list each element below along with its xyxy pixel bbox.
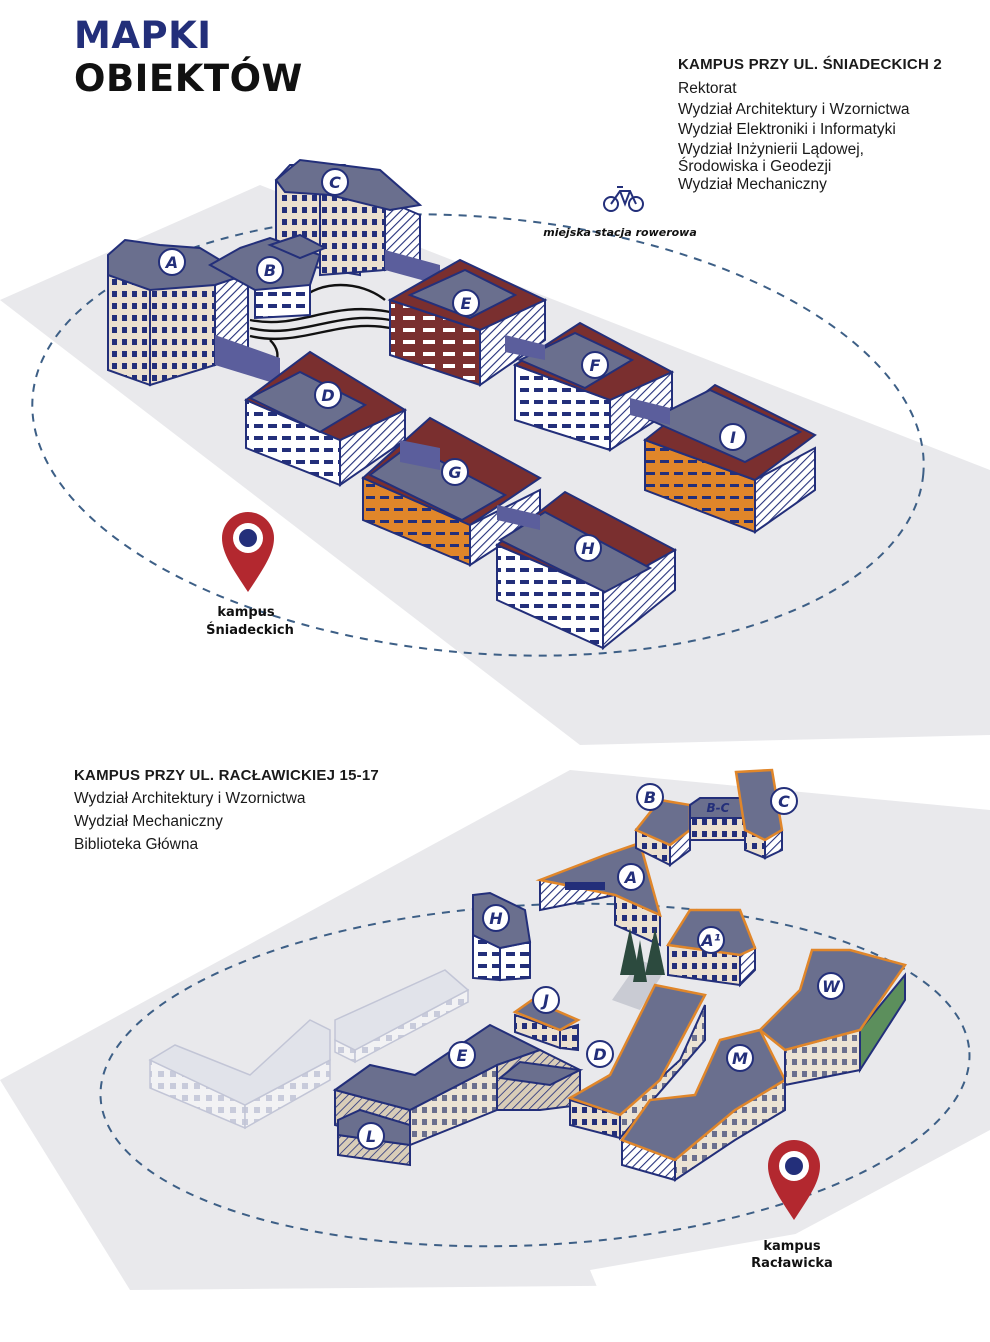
building-a [107, 238, 280, 387]
building-d [566, 983, 707, 1141]
building-j [512, 998, 581, 1052]
building-label: W [822, 977, 841, 996]
building-label: B [264, 261, 276, 280]
faculty-item: Wydział Elektroniki i Informatyki [678, 121, 896, 138]
campus-raclawicka-heading: KAMPUS PRZY UL. RACŁAWICKIEJ 15-17 [74, 767, 379, 784]
campus-sniadeckich-info: KAMPUS PRZY UL. ŚNIADECKICH 2 Rektorat W… [678, 56, 978, 195]
building-label: D [321, 386, 334, 405]
building-i [630, 383, 817, 534]
building-label: C [329, 173, 341, 192]
building-b-c [689, 797, 747, 841]
campus-sniadeckich-map: C A B E F D I G H miejska stacja rowerow… [0, 158, 990, 745]
building-label: E [457, 1046, 468, 1065]
building-label: A [623, 868, 637, 887]
building-label: A¹ [699, 931, 720, 950]
building-label: G [448, 463, 461, 482]
faculty-item: Środowiska i Geodezji [678, 157, 832, 175]
building-label: M [732, 1049, 748, 1068]
building-outline-faint [148, 969, 470, 1130]
building-letters: C A B E F D I G H [164, 173, 736, 558]
building-a [535, 841, 662, 947]
faculty-item: Wydział Architektury i Wzornictwa [74, 790, 306, 807]
building-label: E [461, 294, 472, 313]
building-label: H [489, 909, 503, 928]
title-line-2: OBIEKTÓW [74, 57, 303, 100]
building-badges [158, 168, 747, 562]
bike-station-label: miejska stacja rowerowa [543, 226, 697, 239]
faculty-item: Wydział Mechaniczny [678, 175, 827, 193]
faculty-item: Wydział Architektury i Wzornictwa [678, 100, 910, 118]
pin-label-line-1: kampus [217, 605, 275, 620]
campus-ground-edge [590, 1200, 990, 1342]
trees [620, 928, 665, 982]
faculty-item: Biblioteka Główna [74, 836, 199, 853]
building-label: B-C [707, 801, 730, 815]
pin-label-line-2: Śniadeckich [206, 622, 294, 638]
pin-label-line-1: kampus [763, 1239, 821, 1254]
walkway [249, 283, 391, 382]
building-label: A [164, 253, 178, 272]
pin-label-line-2: Racławicka [751, 1256, 833, 1271]
bicycle-icon [603, 186, 644, 212]
map-pin-icon [768, 1140, 820, 1220]
campus-boundary [99, 902, 971, 1248]
page-title: MAPKI OBIEKTÓW [74, 14, 303, 100]
building-label: B [644, 788, 656, 807]
building-letters: B B-C C A H A¹ W J E D M L [366, 788, 841, 1146]
campus-raclawicka-map: B B-C C A H A¹ W J E D M L kampus Racław… [0, 768, 990, 1342]
campus-raclawicka-info: KAMPUS PRZY UL. RACŁAWICKIEJ 15-17 Wydzi… [74, 767, 394, 856]
campus-boundary [31, 213, 925, 657]
building-label: I [730, 428, 736, 447]
faculty-item: Wydział Inżynierii Lądowej, [678, 140, 864, 158]
building-badges [357, 783, 845, 1150]
map-pin-icon [222, 512, 274, 592]
building-label: F [590, 356, 601, 375]
building-label: J [540, 991, 549, 1010]
title-line-1: MAPKI [74, 14, 212, 57]
building-label: L [366, 1127, 376, 1146]
building-label: D [593, 1045, 606, 1064]
building-w [758, 948, 908, 1087]
faculty-item: Wydział Mechaniczny [74, 813, 223, 830]
building-b [207, 233, 328, 320]
building-c [734, 768, 784, 860]
campus-sniadeckich-heading: KAMPUS PRZY UL. ŚNIADECKICH 2 [678, 56, 942, 73]
building-label: C [778, 792, 790, 811]
faculty-item: Rektorat [678, 80, 737, 97]
building-label: H [581, 539, 595, 558]
